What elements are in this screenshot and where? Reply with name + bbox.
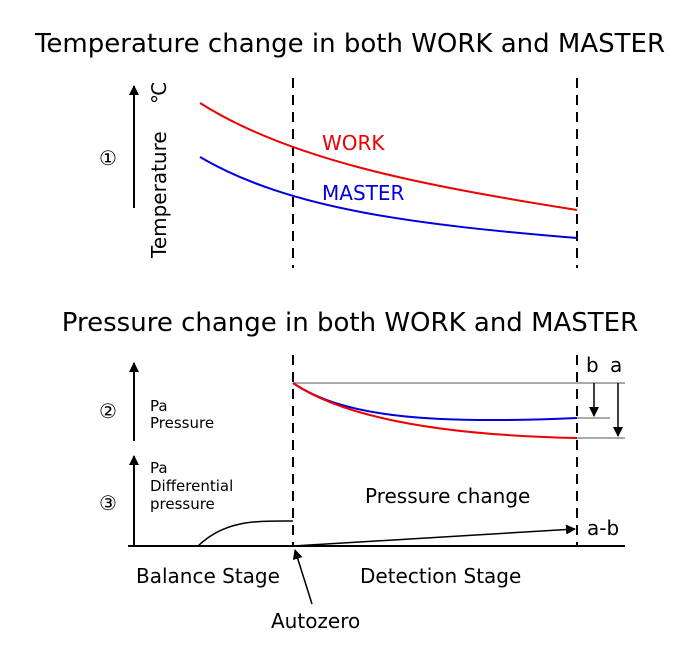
pressure-axis-label: Pressure xyxy=(150,414,214,432)
diff-pressure-label-2: pressure xyxy=(150,495,215,513)
result-label: a-b xyxy=(587,516,619,540)
diff-pressure-label-1: Differential xyxy=(150,477,233,495)
autozero-pointer xyxy=(292,549,313,605)
detection-stage-label: Detection Stage xyxy=(360,564,521,588)
work-pressure-curve xyxy=(292,382,578,439)
master-temperature-curve xyxy=(199,156,578,239)
balance-stage-label: Balance Stage xyxy=(136,564,280,588)
marker-2: ② xyxy=(99,399,117,423)
temperature-axis-label: Temperature xyxy=(147,131,171,259)
marker-1: ① xyxy=(99,146,117,170)
work-series-label: WORK xyxy=(322,131,385,155)
differential-pressure-rise xyxy=(292,524,576,547)
pressure-title: Pressure change in both WORK and MASTER xyxy=(62,308,638,338)
diff-pressure-unit: Pa xyxy=(150,459,168,477)
temperature-title: Temperature change in both WORK and MAST… xyxy=(34,29,665,59)
autozero-label: Autozero xyxy=(271,609,360,633)
pressure-unit: Pa xyxy=(150,397,168,415)
temperature-unit: ℃ xyxy=(147,82,171,104)
pressure-change-label: Pressure change xyxy=(365,484,530,508)
master-series-label: MASTER xyxy=(322,181,404,205)
dimension-b-label: b xyxy=(586,353,599,377)
work-temperature-curve xyxy=(199,102,578,211)
master-pressure-curve xyxy=(292,382,578,422)
balance-stage-curve xyxy=(197,520,294,547)
dimension-a-label: a xyxy=(610,353,622,377)
marker-3: ③ xyxy=(99,491,117,515)
